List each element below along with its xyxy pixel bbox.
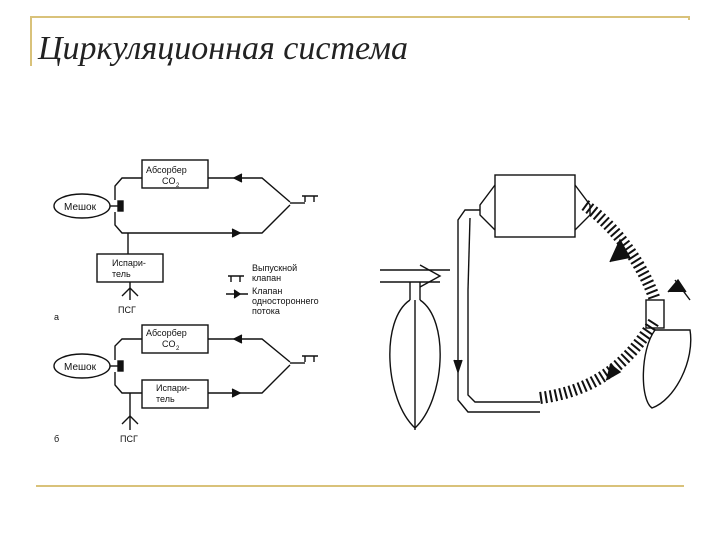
legend — [226, 275, 248, 299]
panel-a-letter: a — [54, 312, 59, 322]
vaporizer-b-label-2: тель — [156, 394, 175, 404]
top-rule-left-tick — [30, 16, 32, 66]
absorber-b-label-2: CO — [162, 339, 176, 349]
vaporizer-a-label-1: Испари- — [112, 258, 146, 268]
bottom-rule — [36, 485, 684, 487]
top-rule-right-tick — [688, 16, 690, 20]
gas-inlet-b-label: ПСГ — [120, 434, 138, 444]
legend-valve-label-2: клапан — [252, 273, 281, 283]
panel-b-letter: б — [54, 434, 59, 444]
legend-oneway-label-3: потока — [252, 306, 280, 316]
absorber-a-label-1: Абсорбер — [146, 165, 187, 175]
apparatus-diagram — [380, 174, 692, 430]
gas-inlet-a-label: ПСГ — [118, 305, 136, 315]
vaporizer-a-label-2: тель — [112, 269, 131, 279]
legend-oneway-label-2: одностороннего — [252, 296, 319, 306]
absorber-a-label-2: CO — [162, 176, 176, 186]
absorber-b-label-1: Абсорбер — [146, 328, 187, 338]
absorber-a-sub: 2 — [176, 183, 180, 189]
absorber-b-sub: 2 — [176, 346, 180, 352]
bag-a-label: Мешок — [64, 202, 97, 213]
diagram-a — [53, 159, 318, 300]
absorber-box-a — [141, 159, 209, 189]
absorber-canister — [494, 174, 576, 238]
vaporizer-box-b — [141, 379, 209, 409]
diagram-b — [53, 324, 318, 430]
legend-oneway-label-1: Клапан — [252, 286, 282, 296]
bag-b-label: Мешок — [64, 362, 97, 373]
vaporizer-b-label-1: Испари- — [156, 383, 190, 393]
legend-valve-label-1: Выпускной — [252, 263, 297, 273]
top-rule — [30, 16, 690, 18]
slide-title: Циркуляционная система — [38, 30, 408, 67]
